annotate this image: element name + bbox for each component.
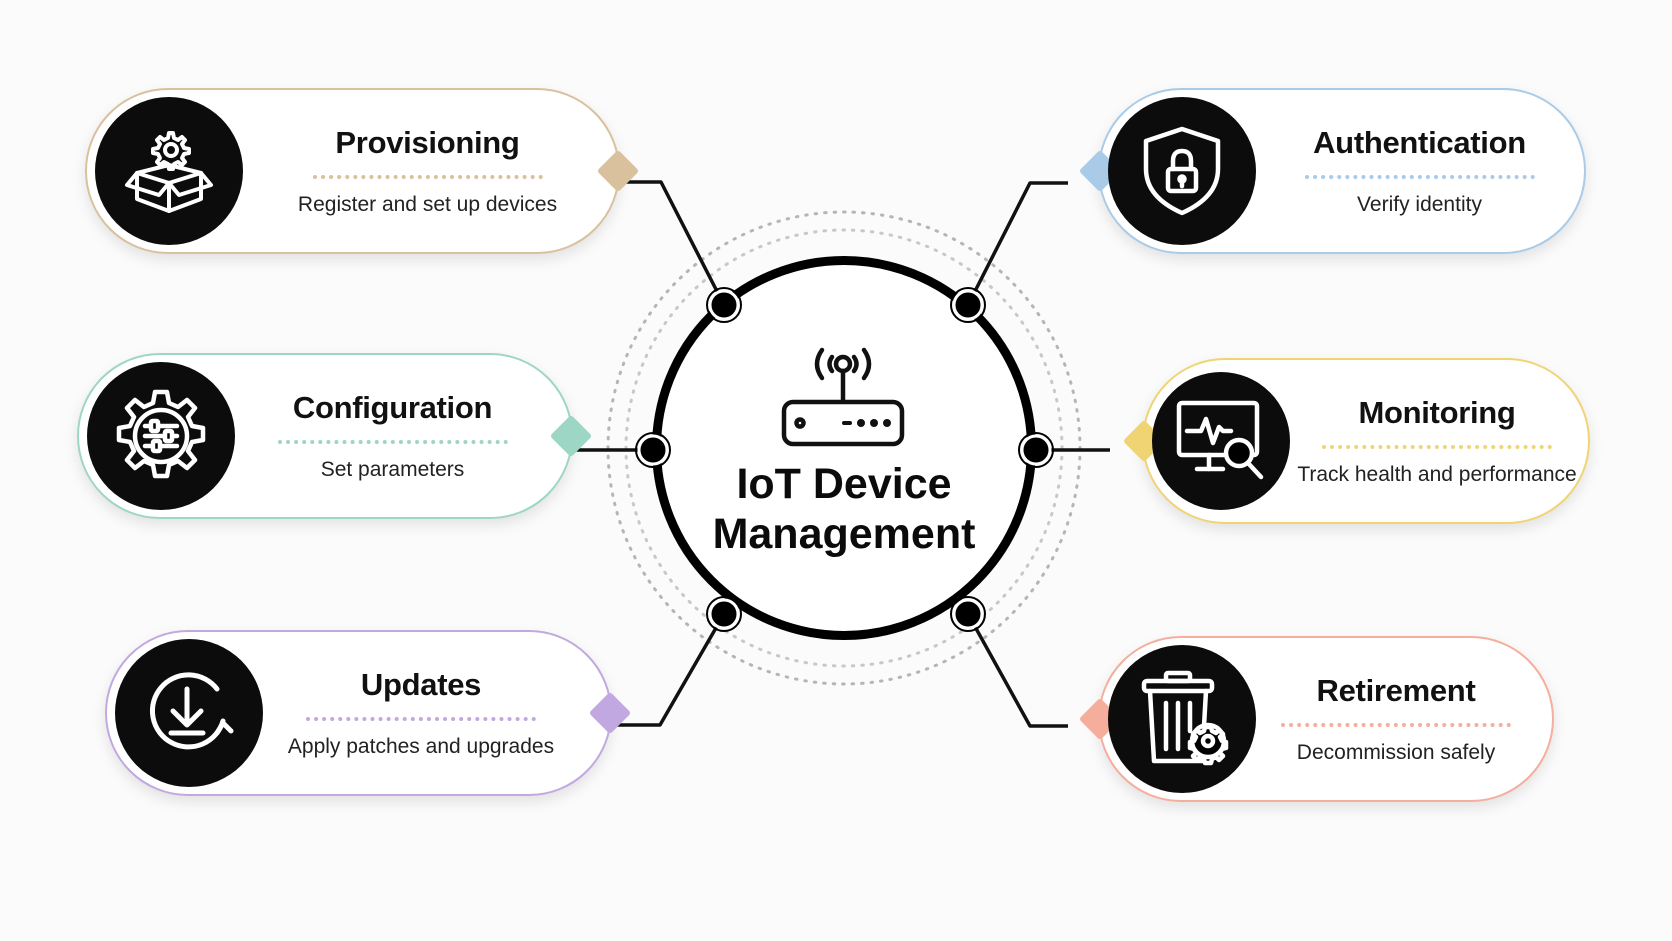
- hub-title: IoT Device Management: [652, 459, 1036, 559]
- outer-dotted-ring: [606, 210, 1082, 686]
- shield-lock-icon: [1143, 126, 1221, 216]
- card-description: Decommission safely: [1296, 741, 1496, 764]
- inner-dotted-ring: [624, 228, 1064, 668]
- card-title: Provisioning: [335, 125, 520, 160]
- trash-gear-icon-circle: [1108, 645, 1256, 793]
- router-icon: [781, 347, 905, 447]
- monitor-search-icon-circle: [1152, 372, 1290, 510]
- hub-title-line1: IoT Device: [736, 460, 952, 508]
- box-gear-icon: [125, 131, 213, 213]
- dotted-divider: [1304, 175, 1535, 179]
- connector-provisioning: [620, 180, 726, 306]
- card-title: Authentication: [1313, 125, 1526, 160]
- gear-sliders-icon: [116, 389, 206, 479]
- download-refresh-icon-circle: [115, 639, 263, 787]
- hub-title-line2: Management: [712, 510, 976, 558]
- connector-retirement: [966, 613, 1068, 728]
- card-description: Apply patches and upgrades: [287, 735, 555, 758]
- card-description: Track health and performance: [1297, 463, 1577, 486]
- dotted-divider: [277, 440, 508, 444]
- card-authentication[interactable]: Authentication Verify identity: [1078, 88, 1586, 254]
- card-title: Configuration: [292, 390, 493, 425]
- card-provisioning[interactable]: Provisioning Register and set up devices: [85, 88, 640, 254]
- connector-authentication: [966, 181, 1068, 306]
- box-gear-icon-circle: [95, 97, 243, 245]
- card-title: Monitoring: [1358, 395, 1516, 430]
- card-configuration[interactable]: Configuration Set parameters: [77, 353, 593, 519]
- card-description: Verify identity: [1357, 193, 1482, 216]
- dotted-divider: [1281, 723, 1511, 727]
- card-monitoring[interactable]: Monitoring Track health and performance: [1122, 358, 1590, 524]
- dotted-divider: [1322, 445, 1552, 449]
- download-refresh-icon: [149, 672, 234, 750]
- monitor-search-icon: [1176, 400, 1264, 480]
- trash-gear-icon: [1141, 670, 1229, 766]
- card-updates[interactable]: Updates Apply patches and upgrades: [105, 630, 632, 796]
- card-title: Updates: [360, 667, 482, 702]
- card-description: Register and set up devices: [297, 193, 558, 216]
- dotted-divider: [306, 717, 536, 721]
- shield-lock-icon-circle: [1108, 97, 1256, 245]
- dotted-divider: [312, 175, 543, 179]
- card-title: Retirement: [1316, 673, 1476, 708]
- card-description: Set parameters: [320, 458, 465, 481]
- card-retirement[interactable]: Retirement Decommission safely: [1078, 636, 1554, 802]
- connector-updates: [612, 613, 726, 727]
- gear-sliders-icon-circle: [87, 362, 235, 510]
